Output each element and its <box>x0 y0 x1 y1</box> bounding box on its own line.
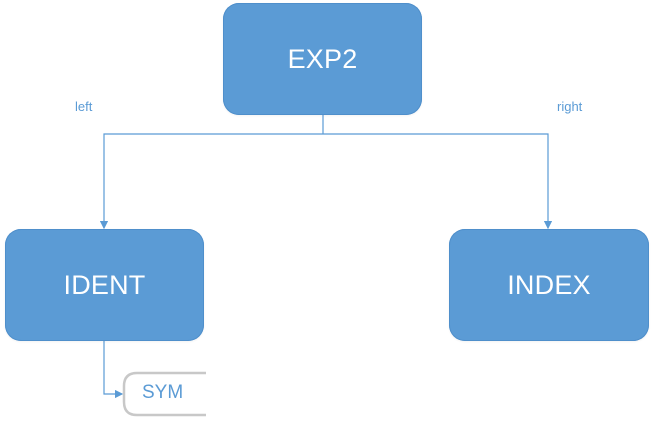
connector-left-branch <box>99 133 323 230</box>
index-node: INDEX <box>449 229 649 341</box>
ident-node: IDENT <box>5 229 204 341</box>
ident-node-label: IDENT <box>63 269 146 300</box>
edge-label-right: right <box>557 99 583 114</box>
connector-ident-to-sym <box>103 341 124 399</box>
exp2-node: EXP2 <box>223 3 422 115</box>
edge-label-left: left <box>75 99 93 114</box>
exp2-node-label: EXP2 <box>287 43 358 74</box>
sym-node-outline <box>122 371 206 417</box>
sym-node-label: SYM <box>142 382 184 403</box>
connector-right-branch <box>323 133 553 230</box>
index-node-label: INDEX <box>507 269 591 300</box>
